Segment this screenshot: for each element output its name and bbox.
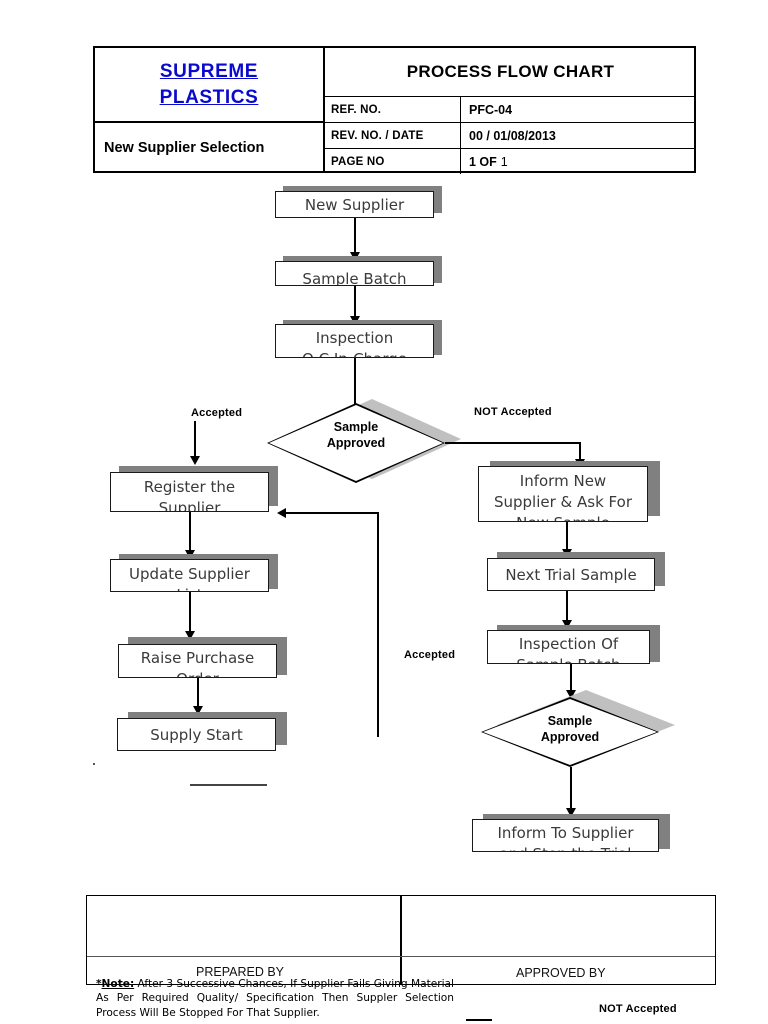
decision-1-label-text: Sample Approved <box>326 420 386 450</box>
edge-raise-po-to-supply-start <box>197 678 199 710</box>
node-inspection-qc-label: Inspection Q.C In-Charge <box>302 329 407 357</box>
edge-feedback-horizontal <box>285 512 378 514</box>
node-supply-start: Supply Start <box>117 718 276 751</box>
meta-row-ref-no: REF. NO. PFC-04 <box>325 96 696 122</box>
node-update-supplier-list-label: Update Supplier List <box>129 565 250 591</box>
node-inform-new-supplier: Inform New Supplier & Ask For New Sample <box>478 466 648 522</box>
arrowhead-feedback-to-register <box>277 508 286 518</box>
arrowhead-to-inform-stop <box>566 808 576 817</box>
arrowhead-to-inspection-of-sample <box>562 620 572 629</box>
document-title: PROCESS FLOW CHART <box>325 48 696 96</box>
meta-value-page-no-total: 1 <box>500 154 508 169</box>
node-raise-purchase-order-label: Raise Purchase Order <box>140 649 255 677</box>
arrowhead-to-supply-start <box>193 706 203 715</box>
signoff-table <box>86 895 716 985</box>
company-logo: SUPREME PLASTICS <box>95 48 323 121</box>
node-inform-stop-trial-label: Inform To Supplier and Stop the Trial <box>497 824 634 851</box>
meta-value-page-no-text: 1 OF <box>469 154 497 169</box>
edge-decision2-to-inform-stop <box>570 767 572 812</box>
decision-2-label: Sample Approved <box>481 713 659 745</box>
edge-label-accepted-feedback: Accepted <box>404 649 456 661</box>
edge-feedback-vertical <box>377 512 379 737</box>
footer-note-label: Note: <box>101 978 135 990</box>
edge-decision1-not-accepted-vertical <box>579 442 581 464</box>
node-inspection-qc: Inspection Q.C In-Charge <box>275 324 434 358</box>
footer-note: *Note: After 3 Successive Chances, If Su… <box>96 977 454 1020</box>
footer-note-marker: * <box>96 978 102 990</box>
arrowhead-to-decision2 <box>566 690 576 699</box>
edge-label-not-accepted-bottom: NOT Accepted <box>599 1003 677 1015</box>
edge-sample-batch-to-inspection <box>354 286 356 320</box>
node-new-supplier-label: New Supplier <box>304 196 405 214</box>
document-title-text: PROCESS FLOW CHART <box>406 62 615 81</box>
node-sample-batch: Sample Batch <box>275 261 434 286</box>
edge-inform-to-next-trial <box>566 522 568 554</box>
stray-bottom-mark <box>466 1019 492 1022</box>
node-register-supplier-label: Register the Supplier <box>143 478 236 512</box>
edge-decision1-not-accepted-horizontal <box>445 442 581 444</box>
edge-update-to-raise-po <box>189 592 191 636</box>
meta-key-page-no: PAGE NO <box>325 149 461 174</box>
signoff-vertical-divider <box>400 896 402 984</box>
edge-decision1-accepted-line <box>194 421 196 460</box>
arrowhead-to-raise-po <box>185 631 195 640</box>
meta-row-page-no: PAGE NO 1 OF 1 <box>325 148 696 174</box>
node-register-supplier: Register the Supplier <box>110 472 269 512</box>
signoff-approved-by-label: APPROVED BY <box>516 966 606 980</box>
document-subject: New Supplier Selection <box>95 123 323 173</box>
node-new-supplier: New Supplier <box>275 191 434 218</box>
node-update-supplier-list: Update Supplier List <box>110 559 269 592</box>
meta-key-ref-no: REF. NO. <box>325 97 461 122</box>
header-meta-table: REF. NO. PFC-04 REV. NO. / DATE 00 / 01/… <box>325 96 696 174</box>
node-next-trial-sample-label: Next Trial Sample <box>505 566 637 584</box>
node-inform-stop-trial: Inform To Supplier and Stop the Trial <box>472 819 659 852</box>
logo-line-1: SUPREME <box>159 60 259 82</box>
node-supply-start-label: Supply Start <box>150 726 243 744</box>
meta-key-rev-no-date: REV. NO. / DATE <box>325 123 461 148</box>
meta-value-rev-no-date-text: 00 / 01/08/2013 <box>469 128 556 143</box>
edge-inspection-to-decision2 <box>570 664 572 698</box>
node-inform-new-supplier-label: Inform New Supplier & Ask For New Sample <box>493 472 632 521</box>
edge-register-to-update <box>189 512 191 555</box>
node-sample-batch-label: Sample Batch <box>302 270 407 286</box>
footer-note-text: After 3 Successive Chances, If Supplier … <box>96 978 454 1019</box>
meta-value-page-no: 1 OF 1 <box>461 149 696 174</box>
header-left-horizontal-divider <box>95 121 323 123</box>
arrowhead-accepted-left <box>190 456 200 465</box>
edge-next-trial-to-inspection <box>566 591 568 625</box>
node-inspection-of-sample-batch-label: Inspection Of Sample Batch <box>516 635 620 663</box>
logo-line-2: PLASTICS <box>159 86 259 108</box>
decision-1-label: Sample Approved <box>267 419 445 451</box>
signoff-prepared-by-label: PREPARED BY <box>196 965 284 979</box>
signoff-horizontal-divider <box>87 956 715 958</box>
node-raise-purchase-order: Raise Purchase Order <box>118 644 277 678</box>
document-subject-text: New Supplier Selection <box>104 140 265 156</box>
header-vertical-divider <box>323 48 325 171</box>
edge-inspection-to-decision1 <box>354 358 356 404</box>
decision-2-label-text: Sample Approved <box>540 714 600 744</box>
node-inspection-of-sample-batch: Inspection Of Sample Batch <box>487 630 650 664</box>
edge-new-supplier-to-sample-batch <box>354 218 356 254</box>
meta-value-ref-no: PFC-04 <box>461 97 696 122</box>
stray-underline-mark <box>190 784 267 786</box>
meta-row-rev-no-date: REV. NO. / DATE 00 / 01/08/2013 <box>325 122 696 148</box>
edge-label-not-accepted-right: NOT Accepted <box>474 406 552 418</box>
stray-dot-mark <box>93 763 95 765</box>
edge-label-accepted-left: Accepted <box>191 407 243 419</box>
document-header-table: SUPREME PLASTICS PROCESS FLOW CHART New … <box>93 46 696 174</box>
node-next-trial-sample: Next Trial Sample <box>487 558 655 591</box>
meta-value-rev-no-date: 00 / 01/08/2013 <box>461 123 696 148</box>
meta-value-ref-no-text: PFC-04 <box>469 102 513 117</box>
